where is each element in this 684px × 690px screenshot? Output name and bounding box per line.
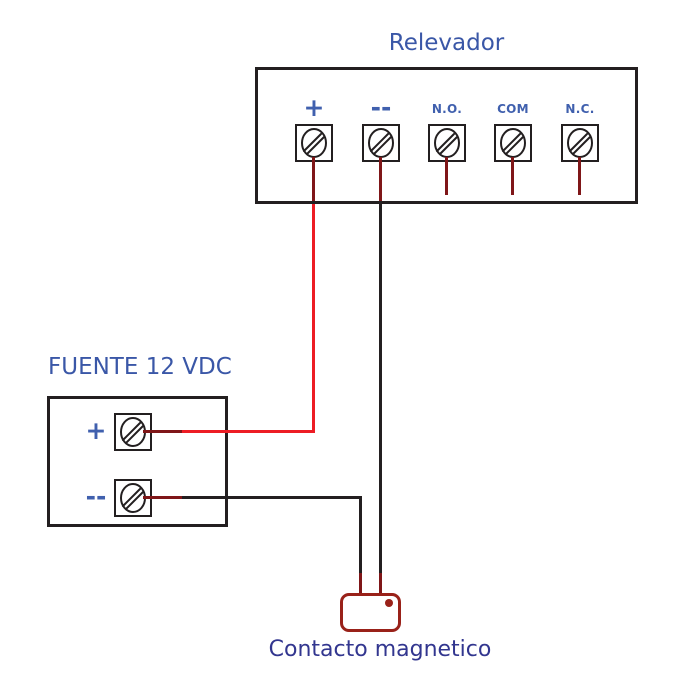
screw-icon (120, 417, 146, 447)
screw-icon (567, 128, 593, 158)
wire-contact-right-stub (379, 573, 382, 595)
relay-terminal-no (428, 124, 466, 162)
ps-terminal-label-plus: + (85, 416, 107, 445)
screw-icon (434, 128, 460, 158)
wire-relay-plus-stub (312, 157, 315, 201)
wire-relay-minus-stub (379, 157, 382, 201)
relay-box (255, 67, 638, 204)
wire-ps-plus-stub (143, 430, 182, 433)
screw-icon (500, 128, 526, 158)
magnetic-contact (340, 593, 401, 632)
power-supply-box (47, 396, 228, 527)
wire-ps-minus-run-black (182, 496, 362, 499)
screw-icon (120, 483, 146, 513)
wire-contact-left-drop (359, 496, 362, 573)
ps-terminal-label-minus: -- (85, 482, 107, 511)
relay-terminal-label-nc: N.C. (565, 102, 595, 116)
screw-icon (368, 128, 394, 158)
wire-no-stub (445, 157, 448, 195)
wire-ps-minus-stub (143, 496, 182, 499)
wire-com-stub (511, 157, 514, 195)
relay-title: Relevador (388, 30, 505, 56)
wire-contact-left-stub (359, 573, 362, 595)
magnetic-contact-caption: Contacto magnetico (268, 637, 492, 662)
wire-relay-minus-drop-black (379, 204, 382, 573)
relay-terminal-com (494, 124, 532, 162)
magnetic-contact-led-dot (385, 599, 393, 607)
power-supply-title: FUENTE 12 VDC (48, 354, 232, 380)
wire-relay-plus-drop-red (312, 204, 315, 433)
relay-terminal-nc (561, 124, 599, 162)
relay-terminal-label-plus: + (303, 93, 325, 122)
wire-nc-stub (578, 157, 581, 195)
relay-terminal-label-minus: -- (370, 93, 392, 122)
relay-terminal-minus (362, 124, 400, 162)
relay-terminal-label-no: N.O. (431, 102, 463, 116)
wire-ps-plus-run-red (182, 430, 315, 433)
relay-terminal-label-com: COM (497, 102, 529, 116)
screw-icon (301, 128, 327, 158)
